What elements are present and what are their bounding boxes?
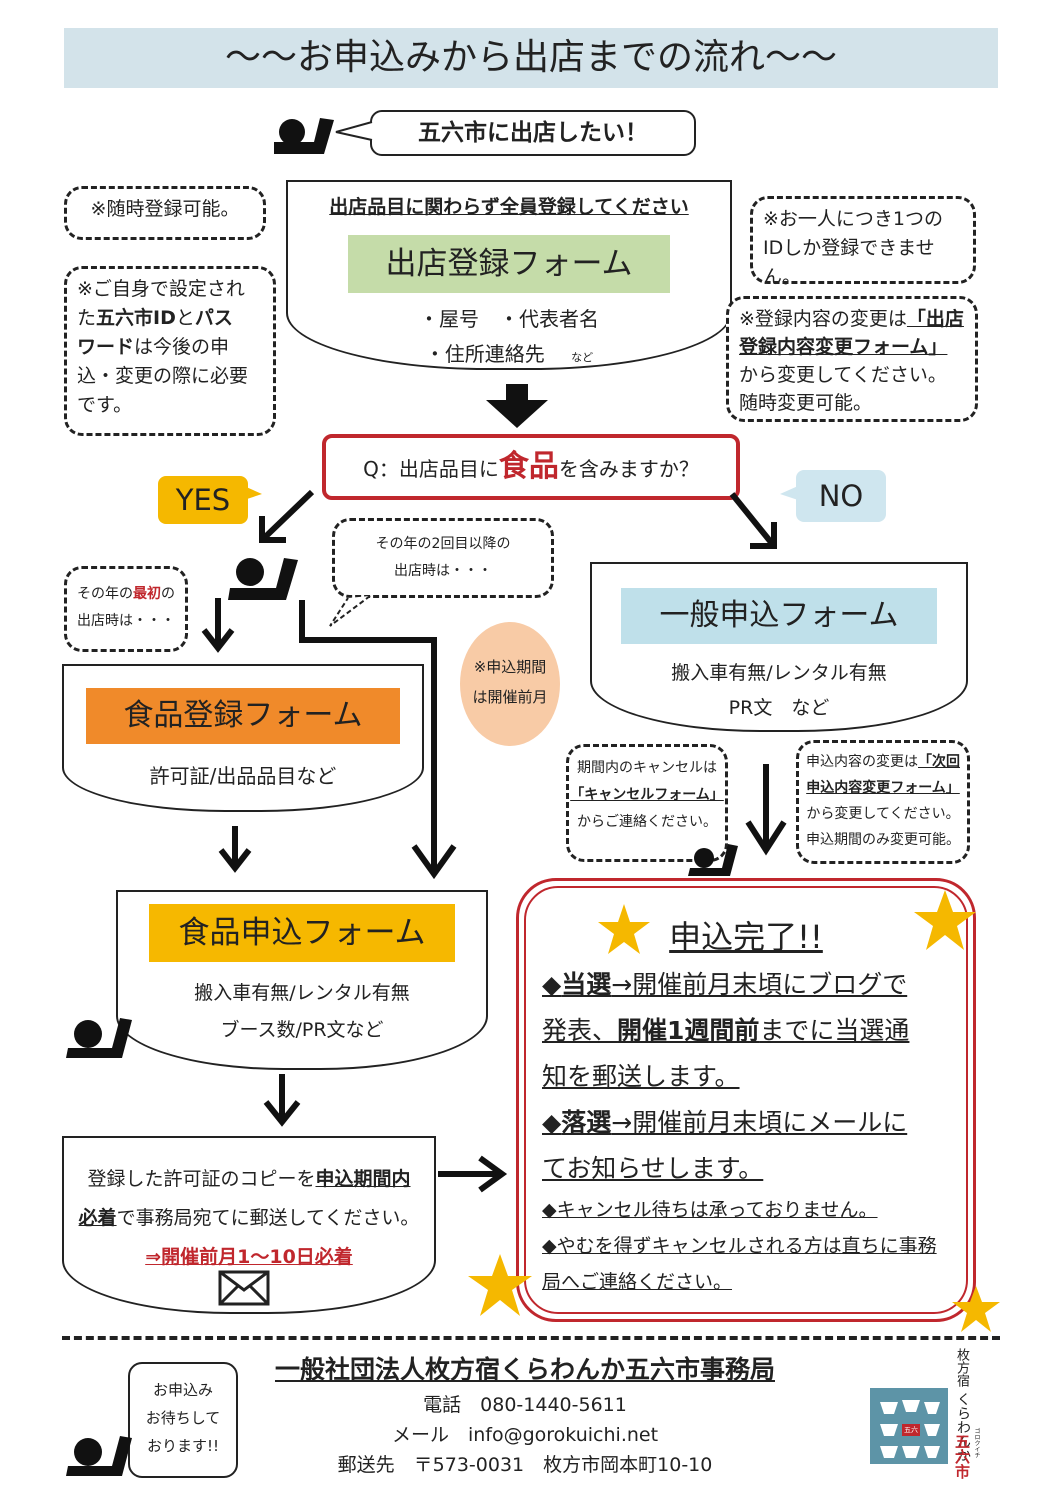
general-form-box: 一般申込フォーム 搬入車有無/レンタル有無 PR文 など bbox=[590, 562, 968, 732]
general-form-label[interactable]: 一般申込フォーム bbox=[621, 588, 937, 644]
speech-bubble-top: 五六市に出店したい！ bbox=[370, 110, 696, 156]
food-apply-box: 食品申込フォーム 搬入車有無/レンタル有無 ブース数/PR文など bbox=[116, 890, 488, 1070]
register-form-label[interactable]: 出店登録フォーム bbox=[348, 235, 670, 293]
no-label: NO bbox=[796, 470, 886, 522]
note-first: その年の最初の出店時は・・・ bbox=[64, 566, 188, 652]
food-apply-line1: 搬入車有無/レンタル有無 bbox=[194, 982, 410, 1004]
person-icon bbox=[274, 118, 334, 154]
note-second-tail bbox=[329, 595, 371, 627]
footer-tel: 電話 080-1440-5611 bbox=[423, 1394, 627, 1416]
footer-bubble: お申込みお待ちしております!! bbox=[128, 1362, 238, 1478]
food-register-box: 食品登録フォーム 許可証/出品品目など bbox=[62, 664, 424, 812]
page-title: ～～お申込みから出店までの流れ～～ bbox=[64, 28, 998, 88]
food-apply-label[interactable]: 食品申込フォーム bbox=[149, 904, 455, 962]
note-any-time: ※随時登録可能。 bbox=[64, 186, 266, 240]
footer-org: 一般社団法人枚方宿くらわんか五六市事務局 bbox=[274, 1355, 775, 1384]
food-register-line1: 許可証/出品品目など bbox=[149, 764, 337, 788]
change-form-link[interactable]: 「出店登録内容変更フォーム」 bbox=[739, 308, 964, 358]
register-etc: など bbox=[571, 351, 594, 364]
general-line1: 搬入車有無/レンタル有無 bbox=[671, 662, 887, 684]
logo-small: ゴロクイチ bbox=[973, 1428, 980, 1458]
no-tail bbox=[780, 486, 798, 500]
general-line2: PR文 など bbox=[728, 697, 830, 719]
logo: 五六 bbox=[870, 1388, 948, 1464]
complete-box: 申込完了!! ◆当選→開催前月末頃にブログで 発表、開催1週間前までに当選通 知… bbox=[524, 886, 968, 1314]
footer-divider bbox=[62, 1336, 1000, 1340]
logo-text: 枚方宿 bbox=[954, 1348, 969, 1387]
logo-text-2: くらわんか bbox=[955, 1392, 971, 1462]
cancel-note: 期間内のキャンセルは「キャンセルフォーム」からご連絡ください。 bbox=[566, 744, 728, 862]
note-change: ※登録内容の変更は「出店登録内容変更フォーム」から変更してください。随時変更可能… bbox=[726, 296, 978, 422]
down-arrow-icon bbox=[486, 384, 548, 428]
register-line1: ・屋号 ・代表者名 bbox=[419, 307, 599, 331]
person-icon bbox=[688, 844, 738, 876]
envelope-icon bbox=[218, 1270, 270, 1306]
star-icon bbox=[914, 890, 976, 950]
cancel-form-link[interactable]: 「キャンセルフォーム」 bbox=[570, 787, 724, 803]
logo-inner: 五六 bbox=[904, 1426, 918, 1434]
star-icon bbox=[598, 904, 650, 954]
register-header: 出店品目に関わらず全員登録してください bbox=[329, 196, 689, 218]
change-note: 申込内容の変更は「次回申込内容変更フォーム」から変更してください。申込期間のみ変… bbox=[796, 740, 970, 864]
note-id-password: ※ご自身で設定され た五六市IDとパス ワードは今後の申 込・変更の際に必要 で… bbox=[64, 266, 276, 436]
person-icon bbox=[66, 1018, 132, 1058]
logo-bowls-icon bbox=[880, 1400, 940, 1458]
question-box: Q：出店品目に食品を含みますか？ bbox=[322, 434, 740, 500]
complete-notes: ◆キャンセル待ちは承っておりません。 ◆やむを得ずキャンセルされる方は直ちに事務… bbox=[542, 1199, 937, 1293]
footer-mail[interactable]: メール info@gorokuichi.net bbox=[391, 1424, 659, 1446]
complete-box-outer bbox=[516, 878, 976, 1322]
food-apply-line2: ブース数/PR文など bbox=[220, 1019, 384, 1041]
star-icon bbox=[952, 1286, 1000, 1332]
food-register-label[interactable]: 食品登録フォーム bbox=[86, 688, 400, 744]
yes-tail bbox=[244, 486, 262, 500]
bubble-tail bbox=[335, 121, 373, 141]
complete-body: ◆当選→開催前月末頃にブログで 発表、開催1週間前までに当選通 知を郵送します。… bbox=[542, 970, 910, 1183]
next-change-form-link[interactable]: 申込内容変更フォーム」 bbox=[806, 780, 960, 796]
period-note: ※申込期間は開催前月 bbox=[460, 622, 560, 746]
mail-deadline: ⇒開催前月1～10日必着 bbox=[145, 1246, 353, 1268]
logo-text-3: 五六市 bbox=[953, 1434, 971, 1479]
register-form-box: 出店品目に関わらず全員登録してください 出店登録フォーム ・屋号 ・代表者名 ・… bbox=[286, 180, 732, 370]
note-second: その年の2回目以降の出店時は・・・ bbox=[332, 518, 554, 598]
footer-address: 郵送先 〒573-0031 枚方市岡本町10-10 bbox=[337, 1454, 713, 1476]
complete-title: 申込完了!! bbox=[669, 918, 823, 956]
person-icon bbox=[228, 558, 298, 600]
register-line2: ・住所連絡先 bbox=[424, 342, 545, 366]
person-icon bbox=[66, 1436, 132, 1476]
star-icon bbox=[468, 1254, 532, 1316]
yes-label: YES bbox=[158, 476, 248, 524]
